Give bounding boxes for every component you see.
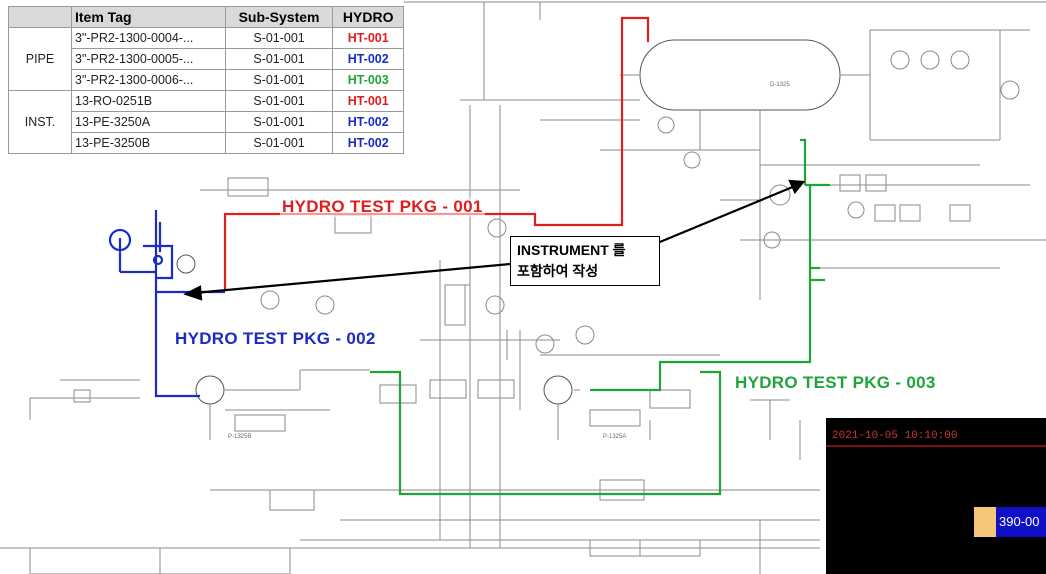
sub-system: S-01-001 — [224, 132, 334, 154]
col-group — [8, 6, 72, 28]
panel-divider — [826, 445, 1046, 447]
pump-tag-left: P-1325B — [228, 434, 251, 440]
hydro-code: HT-002 — [332, 132, 404, 154]
hydro-pkg-001-line — [223, 16, 650, 290]
panel-swatch — [974, 507, 996, 537]
hydro-code: HT-002 — [332, 48, 404, 70]
item-tag: 3"-PR2-1300-0004-... — [71, 27, 226, 49]
item-tag: 3"-PR2-1300-0006-... — [71, 69, 226, 91]
table-row: 13-PE-3250B S-01-001 HT-002 — [9, 132, 404, 154]
item-tag: 13-RO-0251B — [71, 90, 226, 112]
table-row: 3"-PR2-1300-0006-... S-01-001 HT-003 — [9, 69, 404, 91]
hydro-code: HT-003 — [332, 69, 404, 91]
vessel-tag: D-1325 — [770, 82, 790, 88]
hydro-pkg-002-line — [108, 210, 225, 398]
hydro-pkg-001-label: HYDRO TEST PKG - 001 — [280, 197, 485, 217]
overlay-panel: 2021-10-05 10:10:00 390-00 — [826, 418, 1046, 574]
callout-line-2: 포함하여 작성 — [517, 263, 599, 279]
callout-line-1: INSTRUMENT 를 — [517, 242, 626, 258]
sub-system: S-01-001 — [224, 111, 334, 133]
callout-arrows — [183, 179, 806, 301]
item-tag: 3"-PR2-1300-0005-... — [71, 48, 226, 70]
table-row: PIPE 3"-PR2-1300-0004-... S-01-001 HT-00… — [8, 27, 404, 91]
hydro-pkg-002-label: HYDRO TEST PKG - 002 — [173, 329, 378, 349]
col-sub-system: Sub-System — [224, 6, 334, 28]
hydro-code: HT-001 — [332, 90, 404, 112]
item-tag: 13-PE-3250B — [71, 132, 226, 154]
panel-value: 390-00 — [996, 507, 1046, 537]
sub-system: S-01-001 — [224, 69, 334, 91]
hydro-pkg-003-line — [370, 138, 830, 496]
table-row: 13-PE-3250A S-01-001 HT-002 — [9, 111, 404, 133]
col-item-tag: Item Tag — [71, 6, 226, 28]
group-label-pipe: PIPE — [8, 27, 72, 91]
hydro-pkg-003-label: HYDRO TEST PKG - 003 — [733, 373, 938, 393]
pump-tag-right: P-1325A — [603, 434, 626, 440]
item-tag: 13-PE-3250A — [71, 111, 226, 133]
hydro-code: HT-001 — [332, 27, 404, 49]
hydro-test-table: Item Tag Sub-System HYDRO PIPE 3"-PR2-13… — [8, 6, 404, 154]
sub-system: S-01-001 — [224, 48, 334, 70]
table-row: INST. 13-RO-0251B S-01-001 HT-001 — [8, 90, 404, 154]
hydro-code: HT-002 — [332, 111, 404, 133]
panel-timestamp: 2021-10-05 10:10:00 — [832, 430, 958, 442]
sub-system: S-01-001 — [224, 27, 334, 49]
col-hydro: HYDRO — [332, 6, 404, 28]
instrument-callout: INSTRUMENT 를 포함하여 작성 — [510, 236, 660, 286]
group-label-inst: INST. — [8, 90, 72, 154]
sub-system: S-01-001 — [224, 90, 334, 112]
